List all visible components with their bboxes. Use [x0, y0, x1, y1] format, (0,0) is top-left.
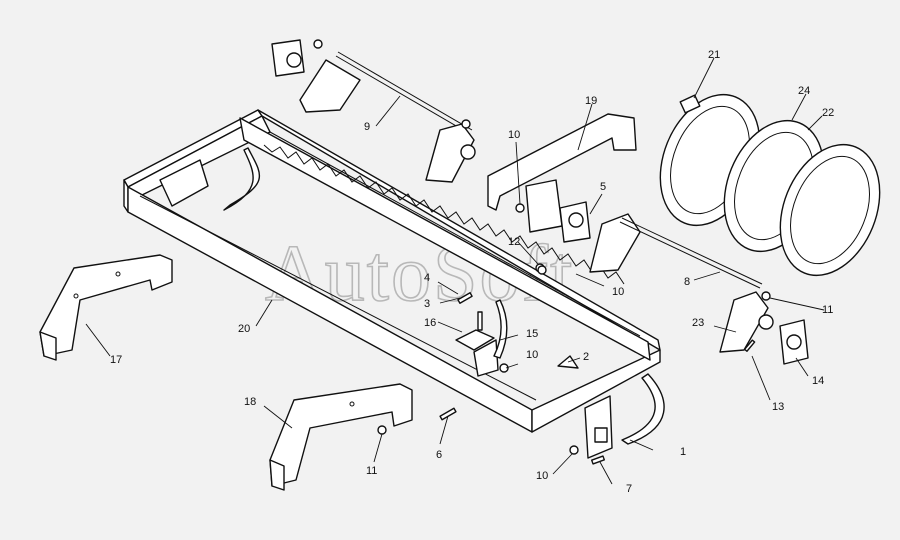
callout-6: 6: [436, 449, 442, 461]
callout-11-b: 11: [366, 465, 377, 477]
callout-17: 17: [110, 354, 122, 366]
callout-11-a: 11: [822, 304, 833, 316]
hitch-assembly: [455, 299, 508, 377]
callout-2: 2: [583, 351, 589, 363]
tine-right: [621, 373, 665, 445]
leader-lines: [85, 57, 825, 485]
callout-10-a: 10: [508, 129, 520, 141]
callout-13: 13: [772, 401, 784, 413]
callout-1: 1: [680, 446, 686, 458]
callout-16: 16: [424, 317, 436, 329]
side-plate-17: [39, 254, 173, 361]
callout-15: 15: [526, 328, 538, 340]
callout-10-c: 10: [526, 349, 538, 361]
side-plate-18: [269, 383, 413, 491]
top-shaft-assembly: [271, 39, 476, 183]
fasteners: [313, 39, 771, 465]
roller-22: [779, 143, 881, 277]
mid-bracket-19: [487, 113, 637, 211]
callout-19: 19: [585, 95, 597, 107]
callout-23: 23: [692, 317, 704, 329]
callout-24: 24: [798, 85, 810, 97]
callout-10-d: 10: [536, 470, 548, 482]
callout-18: 18: [244, 396, 256, 408]
callout-10-b: 10: [612, 286, 624, 298]
callout-20: 20: [238, 323, 250, 335]
callout-7: 7: [626, 483, 632, 495]
callout-8: 8: [684, 276, 690, 288]
tine-left: [223, 147, 260, 211]
callout-labels: 1 2 3 4 5 6 7 8 9 10 10 10 10 11 11 12 1…: [110, 49, 834, 495]
callout-14: 14: [812, 375, 824, 387]
rear-shaft-assembly: [525, 179, 809, 365]
callout-21: 21: [708, 49, 720, 61]
callout-22: 22: [822, 107, 834, 119]
callout-5: 5: [600, 181, 606, 193]
callout-9: 9: [364, 121, 370, 133]
callout-3: 3: [424, 298, 430, 310]
main-frame: [123, 109, 661, 459]
callout-4: 4: [424, 272, 430, 284]
callout-12: 12: [508, 236, 520, 248]
